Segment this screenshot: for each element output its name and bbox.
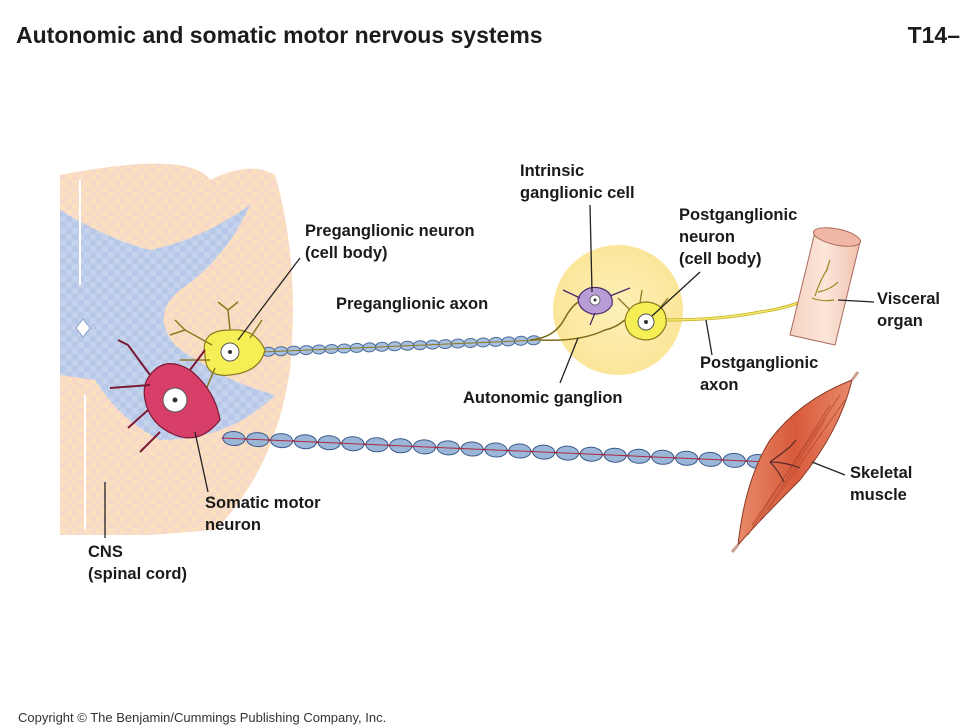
label-postganglionic-neuron: Postganglionic neuron (cell body) (679, 206, 802, 268)
label-postganglionic-axon: Postganglionic axon (700, 354, 823, 394)
label-skeletal-muscle: Skeletal muscle (850, 464, 917, 504)
preganglionic-axon (261, 335, 541, 357)
visceral-organ (789, 227, 862, 346)
label-intrinsic-ganglionic-cell: Intrinsic ganglionic cell (520, 162, 635, 202)
somatic-motor-cell-body (109, 339, 221, 453)
page-title: Autonomic and somatic motor nervous syst… (16, 22, 543, 48)
copyright-text: Copyright © The Benjamin/Cummings Publis… (18, 710, 387, 725)
pointer-lines (104, 204, 875, 538)
postganglionic-cell-body (617, 289, 669, 341)
label-visceral-organ: Visceral organ (877, 290, 945, 330)
slide-code: T14– (907, 22, 960, 48)
label-preganglionic-axon: Preganglionic axon (336, 295, 488, 313)
label-autonomic-ganglion: Autonomic ganglion (463, 389, 622, 407)
preganglionic-cell-body (169, 301, 266, 393)
label-somatic-motor-neuron: Somatic motor neuron (205, 494, 325, 534)
autonomic-ganglion (553, 245, 683, 375)
label-preganglionic-neuron: Preganglionic neuron (cell body) (305, 222, 479, 262)
somatic-axon (221, 430, 771, 470)
label-cns: CNS (spinal cord) (88, 543, 187, 583)
skeletal-muscle (730, 371, 860, 553)
